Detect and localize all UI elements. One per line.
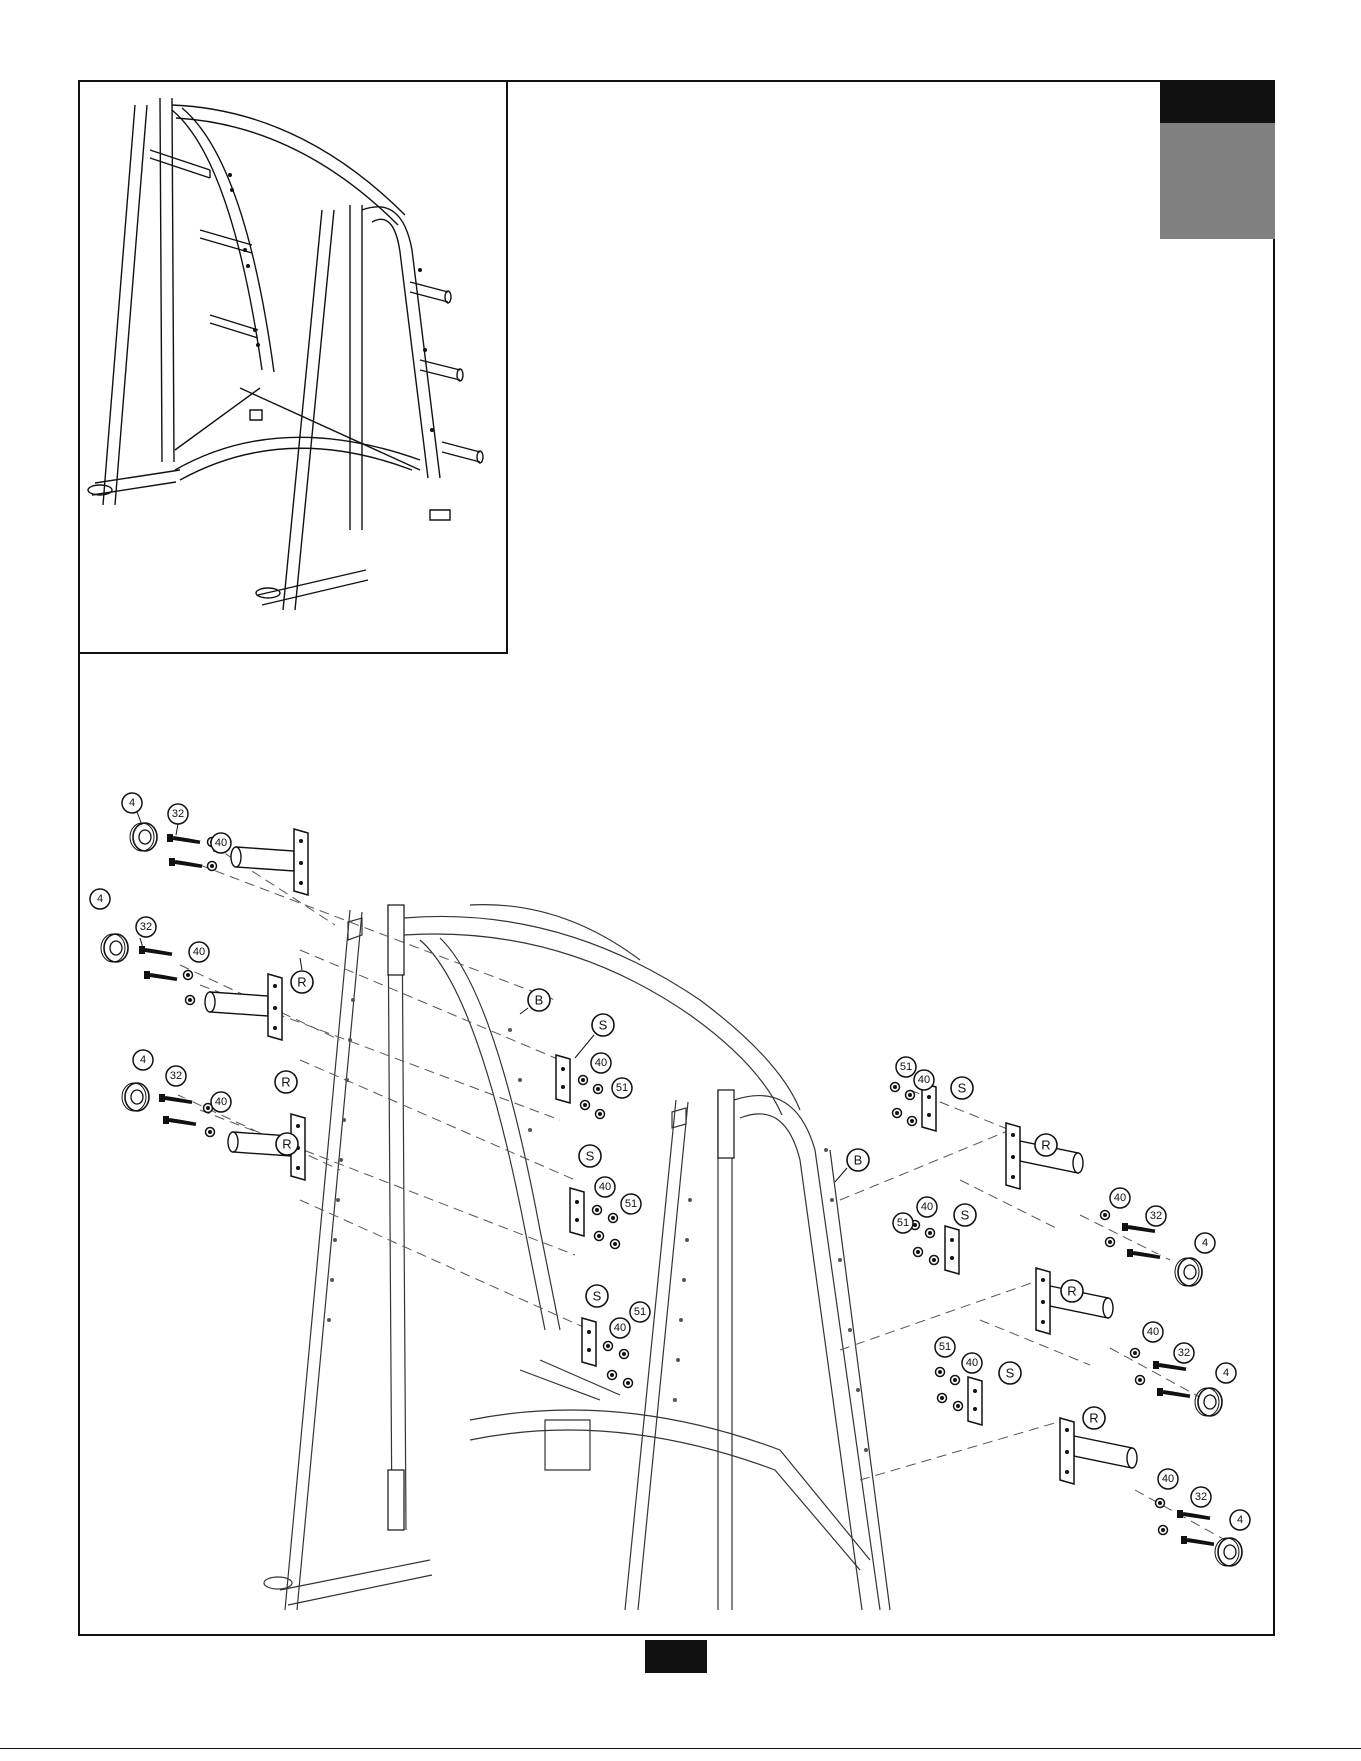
callout-nut: 51 — [616, 1082, 628, 1094]
callout-spacer-plate: S — [593, 1289, 602, 1304]
footer-rule — [0, 1748, 1361, 1749]
callout-bolt: 32 — [1195, 1491, 1207, 1503]
callout-bolt: 32 — [1150, 1210, 1162, 1222]
callout-bolt: 32 — [172, 808, 184, 820]
callout-lock-washer: 40 — [918, 1074, 930, 1086]
right-hardware-row-2 — [911, 1221, 1223, 1417]
callout-washer: 4 — [1223, 1367, 1229, 1379]
callout-lock-washer: 40 — [595, 1057, 607, 1069]
callout-lock-washer: 40 — [1147, 1326, 1159, 1338]
callout-bolt: 32 — [170, 1070, 182, 1082]
callout-lock-washer: 40 — [966, 1357, 978, 1369]
callout-nut: 51 — [897, 1217, 909, 1229]
callout-washer: 4 — [97, 893, 103, 905]
callout-spacer-plate: S — [958, 1081, 967, 1096]
callout-plate-holder: R — [1067, 1284, 1076, 1299]
callout-frame-arch: B — [854, 1153, 863, 1168]
callout-washer: 4 — [140, 1054, 146, 1066]
callout-plate-holder: R — [281, 1075, 290, 1090]
callout-washer: 4 — [1237, 1514, 1243, 1526]
callout-lock-washer: 40 — [215, 1096, 227, 1108]
callout-nut: 51 — [625, 1198, 637, 1210]
callout-spacer-plate: S — [599, 1018, 608, 1033]
callout-nut: 51 — [900, 1061, 912, 1073]
right-hardware-row-1 — [891, 1083, 1203, 1287]
callout-plate-holder: R — [1041, 1138, 1050, 1153]
callout-nut: 51 — [634, 1306, 646, 1318]
callout-plate-holder: R — [1089, 1411, 1098, 1426]
callout-lock-washer: 40 — [1162, 1473, 1174, 1485]
callout-lock-washer: 40 — [215, 837, 227, 849]
callout-washer: 4 — [129, 797, 135, 809]
callout-spacer-plate: S — [961, 1208, 970, 1223]
callout-spacer-plate: S — [1006, 1366, 1015, 1381]
rack-frame — [264, 905, 890, 1610]
page-number — [645, 1640, 707, 1673]
callout-spacer-plate: S — [586, 1149, 595, 1164]
callout-lock-washer: 40 — [921, 1201, 933, 1213]
callout-frame-arch: B — [535, 993, 544, 1008]
inset-frame — [78, 80, 508, 654]
callout-plate-holder: R — [297, 975, 306, 990]
callout-nut: 51 — [939, 1341, 951, 1353]
callout-plate-holder: R — [282, 1137, 291, 1152]
callout-lock-washer: 40 — [1114, 1192, 1126, 1204]
callout-bolt: 32 — [1178, 1347, 1190, 1359]
callout-lock-washer: 40 — [193, 946, 205, 958]
callout-lock-washer: 40 — [599, 1181, 611, 1193]
callout-lock-washer: 40 — [614, 1322, 626, 1334]
callout-washer: 4 — [1202, 1237, 1208, 1249]
callout-bolt: 32 — [140, 921, 152, 933]
